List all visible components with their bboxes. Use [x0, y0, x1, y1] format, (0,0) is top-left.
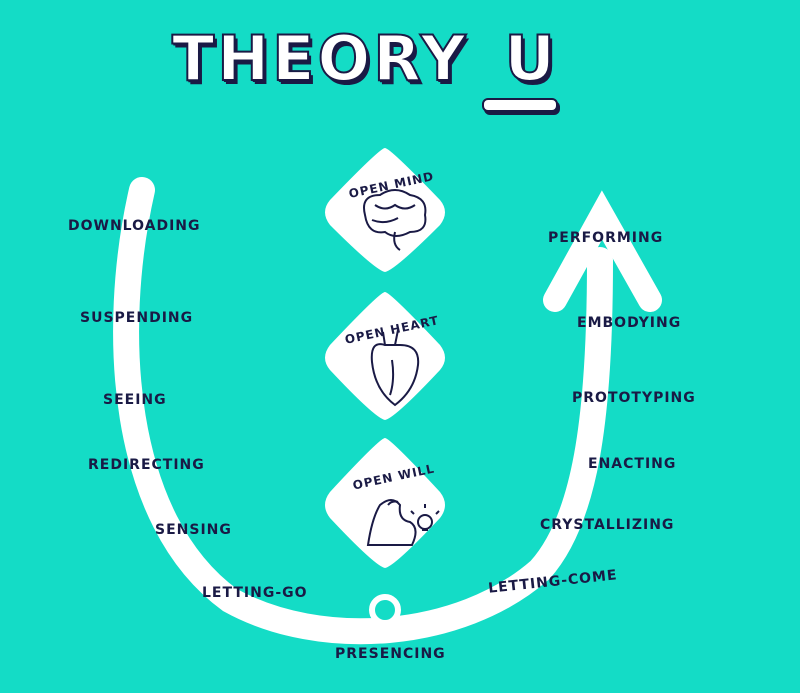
stage-crystallizing: CRYSTALLIZING	[540, 517, 675, 533]
stage-prototyping: PROTOTYPING	[572, 390, 696, 406]
arrow-head	[543, 190, 662, 312]
muscle-lightbulb-icon	[366, 499, 440, 546]
u-curve	[113, 177, 613, 645]
stage-enacting: ENACTING	[588, 456, 677, 472]
card-open-will	[325, 438, 445, 568]
stage-embodying: EMBODYING	[577, 315, 682, 331]
brain-icon	[363, 189, 427, 251]
heart-icon	[370, 329, 420, 407]
stage-seeing: SEEING	[103, 392, 167, 408]
stage-sensing: SENSING	[155, 522, 232, 538]
page-title: THEORY U	[171, 21, 558, 96]
stage-downloading: DOWNLOADING	[68, 218, 201, 234]
card-open-heart	[325, 292, 445, 420]
card-open-mind	[325, 148, 445, 272]
title-underline	[482, 98, 558, 112]
stage-performing: PERFORMING	[548, 230, 664, 246]
stage-redirecting: REDIRECTING	[88, 457, 205, 473]
title-letter: U	[503, 21, 558, 96]
stage-presencing: PRESENCING	[335, 646, 446, 662]
title-main: THEORY	[171, 21, 469, 96]
presencing-node	[369, 594, 401, 626]
stage-letting-go: LETTING-GO	[202, 585, 308, 601]
stage-suspending: SUSPENDING	[80, 310, 194, 326]
